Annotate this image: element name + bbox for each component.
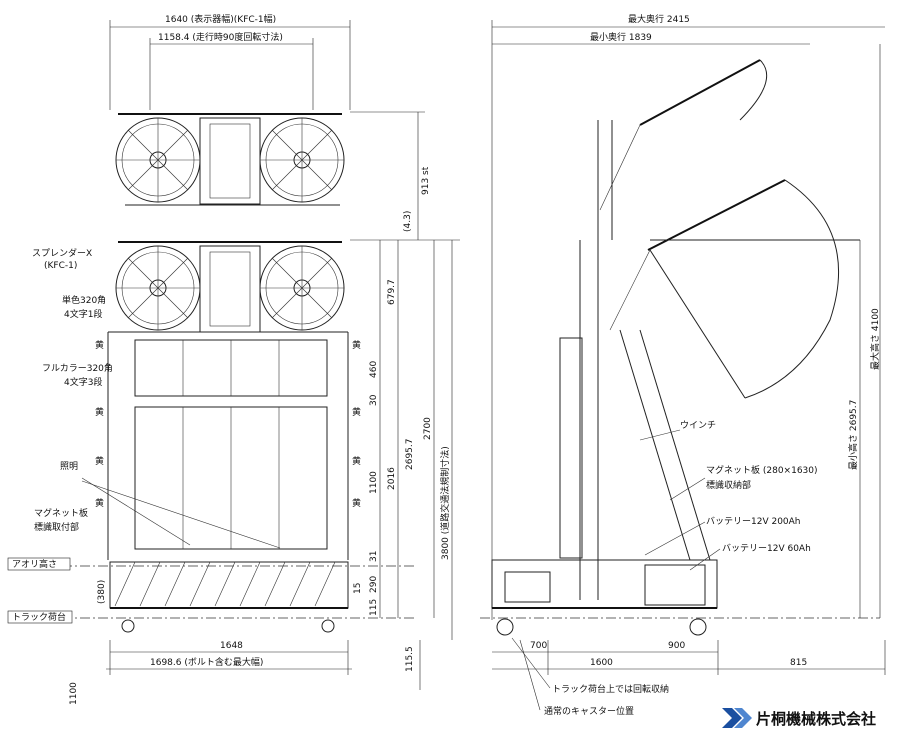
dim-913: 913 st xyxy=(421,166,431,195)
dim-2700: 2700 xyxy=(423,417,433,440)
vertical-dims: 913 st (4.3) 679.7 460 30 1100 31 290 15… xyxy=(69,166,451,705)
full-color-sign xyxy=(134,406,328,550)
dim-380: (380) xyxy=(97,580,107,604)
dim-700: 700 xyxy=(530,641,547,651)
label-winch: ウインチ xyxy=(680,420,716,431)
label-single-sub: 4文字1段 xyxy=(64,308,102,320)
single-color-sign xyxy=(134,339,328,397)
dim-1698: 1698.6 (ボルト含む最大幅) xyxy=(150,656,263,668)
label-yellow-5: 黄 xyxy=(352,339,361,351)
label-full-sub: 4文字3段 xyxy=(64,376,102,388)
label-caster: 通常のキャスター位置 xyxy=(544,705,634,717)
dim-1100: 1100 xyxy=(369,471,379,494)
dim-679: 679.7 xyxy=(387,279,397,305)
dim-900: 900 xyxy=(668,641,685,651)
label-yellow-8: 黄 xyxy=(352,497,361,509)
dim-2016: 2016 xyxy=(387,467,397,490)
dim-1100-bottom: 1100 xyxy=(69,682,79,705)
label-truck: トラック荷台 xyxy=(12,611,66,623)
dim-min-height: 最小高さ 2695.7 xyxy=(847,400,859,470)
label-yellow-2: 黄 xyxy=(95,406,104,418)
dim-815: 815 xyxy=(790,658,807,668)
label-yellow-3: 黄 xyxy=(95,455,104,467)
dim-115-5: 115.5 xyxy=(405,646,415,672)
front-view: 1640 (表示器幅)(KFC-1幅) 1158.4 (走行時90度回転寸法) xyxy=(7,13,460,705)
label-yellow-1: 黄 xyxy=(95,339,104,351)
dim-15: 15 xyxy=(353,583,363,594)
dim-4-3: (4.3) xyxy=(403,211,413,232)
dim-2695: 2695.7 xyxy=(405,439,415,471)
dim-3800: 3800 (道路交通法規制寸法) xyxy=(439,446,451,560)
company-logo-icon xyxy=(722,708,742,728)
label-light: 照明 xyxy=(60,461,78,472)
label-magnet-sub: 標識取付部 xyxy=(34,521,79,533)
label-yellow-6: 黄 xyxy=(352,406,361,418)
dim-1640: 1640 (表示器幅)(KFC-1幅) xyxy=(165,13,276,25)
upper-fan-assembly xyxy=(115,113,345,206)
dim-30: 30 xyxy=(369,394,379,406)
label-yellow-4: 黄 xyxy=(95,497,104,509)
side-view: 最大奥行 2415 最小奥行 1839 最小高さ 2695.7 最大高さ 4 xyxy=(480,13,886,717)
dim-1648: 1648 xyxy=(220,641,243,651)
company-logo: 片桐機械株式会社 xyxy=(722,708,876,728)
dim-290: 290 xyxy=(369,576,379,593)
company-name: 片桐機械株式会社 xyxy=(756,710,876,728)
dim-115: 115 xyxy=(369,599,379,616)
dim-max-depth: 最大奥行 2415 xyxy=(628,13,690,25)
truck-bed-box xyxy=(109,561,349,633)
dim-31: 31 xyxy=(369,551,379,562)
label-full-color: フルカラー320角 xyxy=(42,362,113,374)
dim-min-depth: 最小奥行 1839 xyxy=(590,31,652,43)
label-single-color: 単色320角 xyxy=(62,294,106,306)
label-rotate: トラック荷台上では回転収納 xyxy=(552,683,669,695)
label-magnet-storage: マグネット板 (280×1630) xyxy=(706,464,818,476)
label-spreader-model: (KFC-1) xyxy=(44,261,77,271)
lower-fan-assembly xyxy=(115,241,345,333)
label-aori: アオリ高さ xyxy=(12,558,57,570)
label-yellow-7: 黄 xyxy=(352,455,361,467)
label-battery-60: バッテリー12V 60Ah xyxy=(722,543,811,554)
dim-max-height: 最大高さ 4100 xyxy=(869,308,881,370)
dim-460: 460 xyxy=(369,361,379,378)
label-battery-200: バッテリー12V 200Ah xyxy=(706,516,801,527)
label-magnet: マグネット板 xyxy=(34,507,88,519)
label-magnet-storage-sub: 標識収納部 xyxy=(706,479,751,491)
dim-1600: 1600 xyxy=(590,658,613,668)
label-spreader: スプレンダーX xyxy=(32,247,92,259)
dim-1158: 1158.4 (走行時90度回転寸法) xyxy=(158,31,283,43)
